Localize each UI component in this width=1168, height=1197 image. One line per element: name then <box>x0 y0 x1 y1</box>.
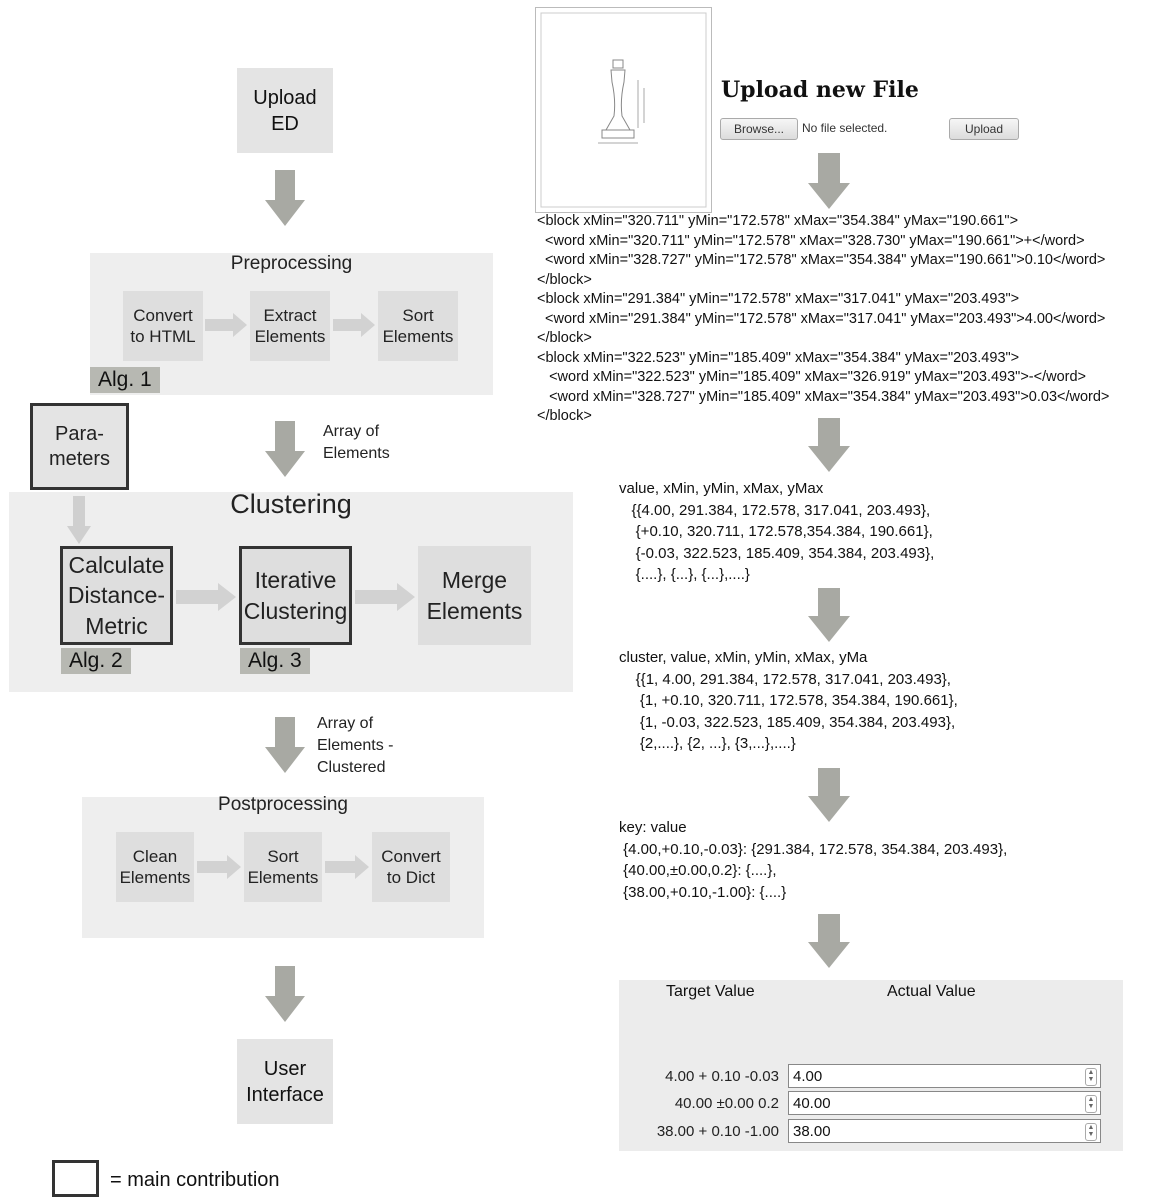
array-line: {....}, {...}, {...},....} <box>619 566 750 583</box>
xml-line: </block> <box>537 271 592 288</box>
values-table: Target Value Actual Value 4.00 + 0.10 -0… <box>619 980 1123 1151</box>
down-arrow-2 <box>265 421 305 477</box>
postprocessing-title: Postprocessing <box>218 794 348 815</box>
clustering-title: Clustering <box>230 489 352 519</box>
down-arrow-r4 <box>808 768 850 822</box>
array-of-elements-label: Array of Elements <box>323 423 390 462</box>
xml-line: <word xMin="328.727" yMin="185.409" xMax… <box>537 388 1110 405</box>
alg3-label: Alg. 3 <box>240 648 310 674</box>
dict-line: {38.00,+0.10,-1.00}: {....} <box>619 883 787 901</box>
array-line: {+0.10, 320.711, 172.578,354.384, 190.66… <box>619 523 933 540</box>
array-line: {{4.00, 291.384, 172.578, 317.041, 203.4… <box>619 501 931 519</box>
spinner-icon[interactable]: ▲▼ <box>1085 1068 1097 1086</box>
actual-value-input[interactable]: 4.00 ▲▼ <box>788 1064 1101 1088</box>
right-arrow-clu-1 <box>176 583 236 611</box>
xml-line: <word xMin="322.523" yMin="185.409" xMax… <box>537 369 1087 385</box>
browse-button[interactable]: Browse... <box>720 118 798 140</box>
xml-line: <block xMin="320.711" yMin="172.578" xMa… <box>537 213 1019 229</box>
xml-line: <block xMin="291.384" yMin="172.578" xMa… <box>537 291 1020 307</box>
clean-elements-step: Clean Elements <box>116 832 194 902</box>
xml-line: <word xMin="291.384" yMin="172.578" xMax… <box>537 310 1106 327</box>
upload-button[interactable]: Upload <box>949 118 1019 140</box>
down-arrow-r5 <box>808 914 850 968</box>
table-row-label: 4.00 + 0.10 -0.03 <box>665 1068 779 1085</box>
down-arrow-3 <box>265 717 305 773</box>
sort-elements-post-step: Sort Elements <box>244 832 322 902</box>
alg2-label: Alg. 2 <box>61 648 131 674</box>
cluster-line: cluster, value, xMin, yMin, xMax, yMa <box>619 649 868 666</box>
array-line: value, xMin, yMin, xMax, yMax <box>619 480 824 497</box>
array-output: value, xMin, yMin, xMax, yMax {{4.00, 29… <box>619 478 934 586</box>
actual-value-text: 38.00 <box>793 1122 831 1140</box>
legend-swatch <box>52 1160 99 1197</box>
no-file-label: No file selected. <box>802 121 888 135</box>
actual-value-header: Actual Value <box>887 983 976 1000</box>
iterative-clustering-step: Iterative Clustering <box>239 546 352 645</box>
actual-value-text: 4.00 <box>793 1067 823 1085</box>
parameters-box: Para- meters <box>30 403 129 490</box>
cluster-line: {1, +0.10, 320.711, 172.578, 354.384, 19… <box>619 692 958 709</box>
right-arrow-pre-2 <box>333 313 375 337</box>
table-row-label: 38.00 + 0.10 -1.00 <box>656 1123 779 1140</box>
upload-ed-box: Upload ED <box>237 68 333 153</box>
cluster-line: {1, -0.03, 322.523, 185.409, 354.384, 20… <box>619 713 956 731</box>
xml-line: </block> <box>537 408 592 424</box>
right-arrow-clu-2 <box>355 583 415 611</box>
convert-to-html-step: Convert to HTML <box>123 291 203 361</box>
actual-value-input[interactable]: 40.00 ▲▼ <box>788 1091 1101 1115</box>
engineering-drawing-icon <box>540 12 707 208</box>
spinner-icon[interactable]: ▲▼ <box>1085 1095 1097 1113</box>
drawing-thumbnail <box>535 7 712 213</box>
legend-label: = main contribution <box>110 1169 280 1191</box>
target-value-header: Target Value <box>666 983 755 1000</box>
actual-value-text: 40.00 <box>793 1094 831 1112</box>
xml-line: <word xMin="328.727" yMin="172.578" xMax… <box>537 252 1106 268</box>
down-arrow-r3 <box>808 588 850 642</box>
upload-title: Upload new File <box>721 77 919 103</box>
user-interface-box: User Interface <box>237 1039 333 1124</box>
right-arrow-post-2 <box>325 855 369 879</box>
dict-line: {4.00,+0.10,-0.03}: {291.384, 172.578, 3… <box>619 840 1008 858</box>
sort-elements-step: Sort Elements <box>378 291 458 361</box>
cluster-line: {2,....}, {2, ...}, {3,...},....} <box>619 735 796 752</box>
xml-output: <block xMin="320.711" yMin="172.578" xMa… <box>537 212 1109 427</box>
merge-elements-step: Merge Elements <box>418 546 531 645</box>
actual-value-input[interactable]: 38.00 ▲▼ <box>788 1119 1101 1143</box>
right-arrow-pre-1 <box>205 313 247 337</box>
preprocessing-title: Preprocessing <box>230 253 353 274</box>
array-line: {-0.03, 322.523, 185.409, 354.384, 203.4… <box>619 544 935 562</box>
alg1-label: Alg. 1 <box>90 367 160 393</box>
clustering-panel: Clustering Calculate Distance- Metric It… <box>9 489 573 692</box>
down-arrow-r2 <box>808 418 850 472</box>
dict-output: key: value {4.00,+0.10,-0.03}: {291.384,… <box>619 817 1007 903</box>
xml-line: <word xMin="320.711" yMin="172.578" xMax… <box>537 232 1085 249</box>
xml-line: <block xMin="322.523" yMin="185.409" xMa… <box>537 349 1020 366</box>
dict-line: key: value <box>619 819 687 836</box>
xml-line: </block> <box>537 330 592 346</box>
down-arrow-r1 <box>808 153 850 209</box>
cluster-line: {{1, 4.00, 291.384, 172.578, 317.041, 20… <box>619 670 951 688</box>
down-arrow-4 <box>265 966 305 1022</box>
down-arrow-1 <box>265 170 305 226</box>
preprocessing-panel: Preprocessing Convert to HTML Extract El… <box>90 253 493 395</box>
spinner-icon[interactable]: ▲▼ <box>1085 1123 1097 1141</box>
calculate-distance-metric-step: Calculate Distance- Metric <box>60 546 173 645</box>
postprocessing-panel: Postprocessing Clean Elements Sort Eleme… <box>82 794 484 938</box>
convert-to-dict-step: Convert to Dict <box>372 832 450 902</box>
right-arrow-post-1 <box>197 855 241 879</box>
dict-line: {40.00,±0.00,0.2}: {....}, <box>619 862 777 879</box>
extract-elements-step: Extract Elements <box>250 291 330 361</box>
array-clustered-label: Array of Elements - Clustered <box>317 715 394 776</box>
cluster-output: cluster, value, xMin, yMin, xMax, yMa {{… <box>619 647 958 755</box>
table-row-label: 40.00 ±0.00 0.2 <box>674 1095 779 1112</box>
parameters-arrow <box>67 496 91 544</box>
